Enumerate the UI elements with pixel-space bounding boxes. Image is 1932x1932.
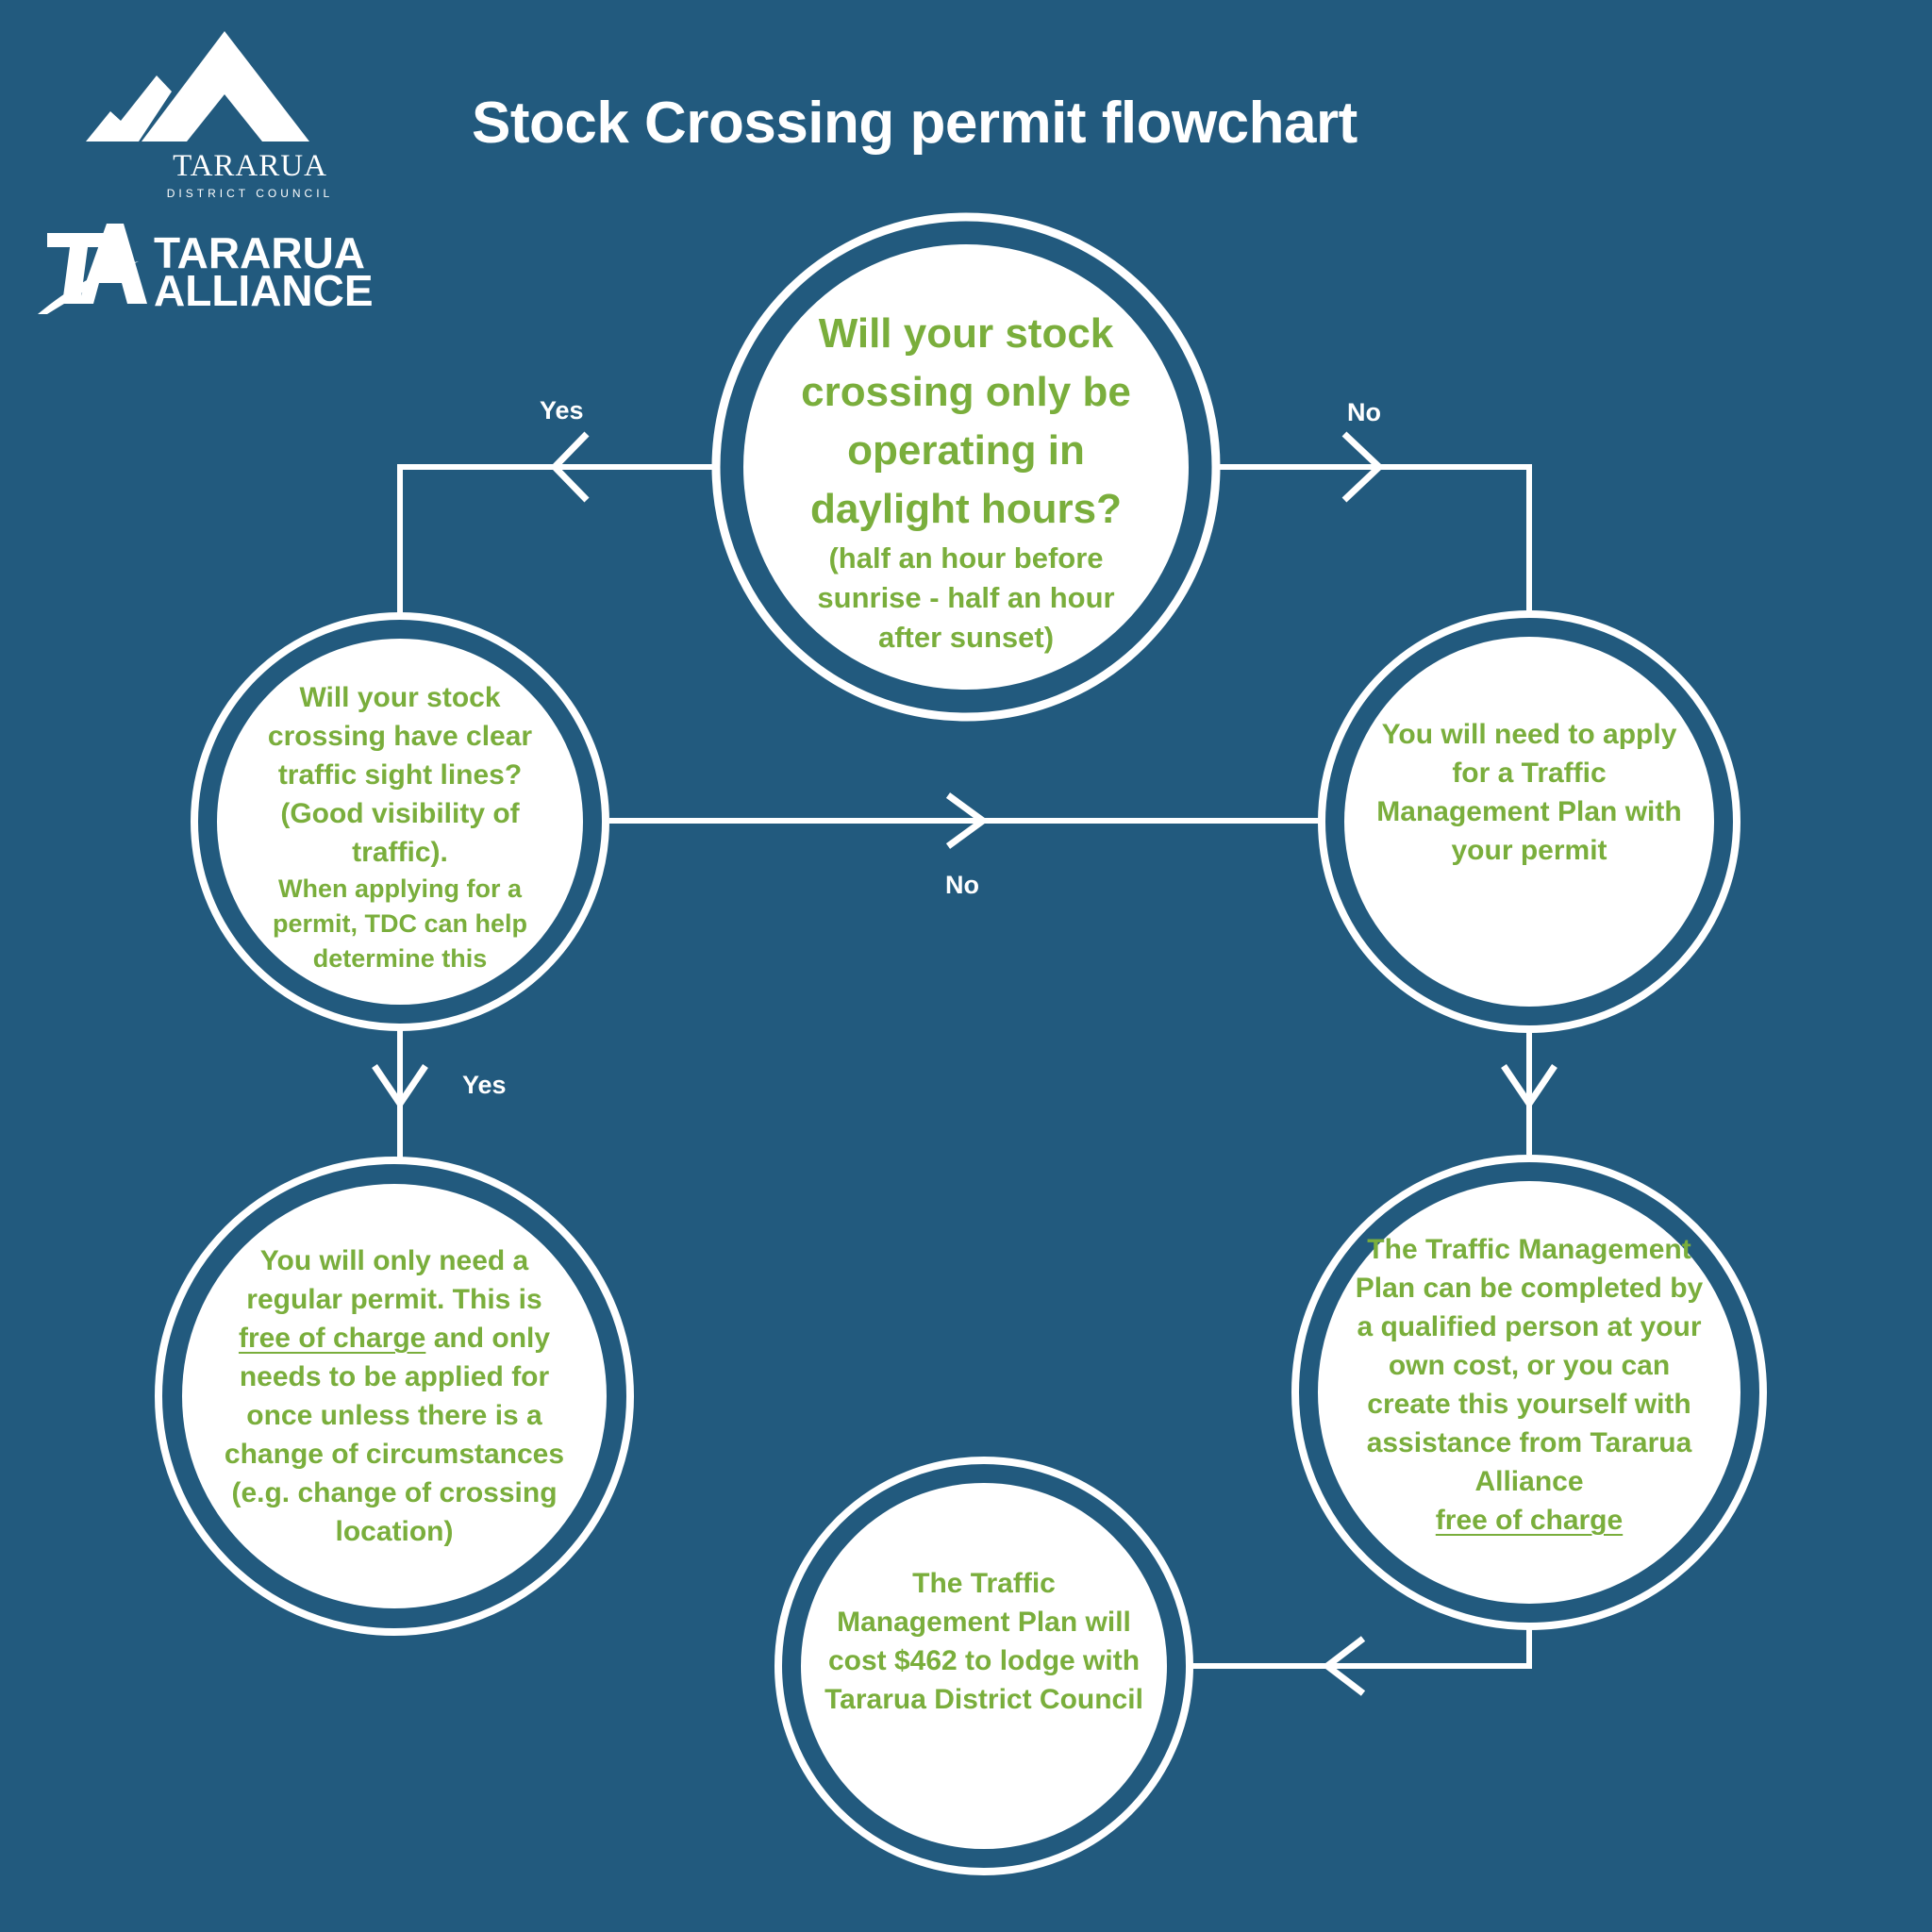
apply-tmp-text: You will need to apply for a Traffic Man… — [1376, 719, 1682, 866]
council-name: TARARUA — [173, 149, 327, 183]
edge-daylight-to-apply-tmp — [1220, 464, 1532, 615]
node-sightlines-text: Will your stock crossing have clear traf… — [253, 672, 547, 983]
sightlines-question: Will your stock crossing have clear traf… — [267, 682, 533, 868]
edge-label-no-middle: No — [945, 871, 979, 899]
council-subtitle: DISTRICT COUNCIL — [166, 187, 334, 200]
ta-monogram-icon — [38, 224, 147, 314]
alliance-line-1: TARARUA — [154, 228, 366, 277]
free-of-charge-emphasis-2: free of charge — [1435, 1505, 1624, 1536]
arrow-head-left-yes — [550, 431, 590, 503]
node-sightlines — [191, 612, 609, 1031]
node-tmp-cost — [774, 1457, 1193, 1875]
node-regular-permit-text: You will only need a regular permit. Thi… — [219, 1217, 570, 1575]
regular-permit-text-after: and only needs to be applied for once un… — [224, 1323, 565, 1547]
node-apply-tmp — [1318, 610, 1740, 1033]
sightlines-note: When applying for a permit, TDC can help… — [272, 874, 528, 973]
arrow-head-bottom-left — [1322, 1636, 1366, 1696]
alliance-line-2: ALLIANCE — [154, 266, 374, 315]
daylight-note: (half an hour before sunrise - half an h… — [817, 541, 1115, 654]
node-daylight-text: Will your stock crossing only be operati… — [774, 283, 1158, 679]
edge-label-yes-top: Yes — [540, 396, 584, 425]
edge-label-yes-left: Yes — [462, 1071, 507, 1099]
edge-daylight-to-sightlines — [397, 464, 712, 615]
node-tmp-completion-text: The Traffic Management Plan can be compl… — [1354, 1196, 1705, 1574]
edge-label-no-top: No — [1347, 398, 1381, 426]
arrow-head-down-right — [1501, 1064, 1557, 1110]
mountain-icon — [86, 31, 309, 142]
node-tmp-completion — [1291, 1155, 1767, 1630]
node-apply-tmp-text: You will need to apply for a Traffic Man… — [1363, 660, 1695, 924]
node-tmp-cost-text: The Traffic Management Plan will cost $4… — [823, 1547, 1145, 1736]
tmp-cost-text: The Traffic Management Plan will cost $4… — [824, 1568, 1143, 1715]
node-daylight — [711, 212, 1221, 722]
node-regular-permit — [155, 1157, 634, 1636]
free-of-charge-emphasis: free of charge — [238, 1323, 426, 1354]
page-title: Stock Crossing permit flowchart — [472, 91, 1357, 156]
arrow-head-middle-no — [945, 792, 989, 849]
tmp-completion-text: The Traffic Management Plan can be compl… — [1355, 1234, 1704, 1497]
edge-tmp-completion-to-tmp-cost — [1191, 1629, 1532, 1669]
tararua-alliance-logo: TARARUA ALLIANCE — [36, 222, 385, 316]
arrow-head-right-no — [1341, 431, 1385, 503]
daylight-question: Will your stock crossing only be operati… — [801, 310, 1131, 532]
regular-permit-text-before: You will only need a regular permit. Thi… — [246, 1245, 542, 1315]
tararua-district-council-logo: TARARUA DISTRICT COUNCIL — [80, 28, 329, 208]
arrow-head-down-yes — [372, 1064, 428, 1110]
